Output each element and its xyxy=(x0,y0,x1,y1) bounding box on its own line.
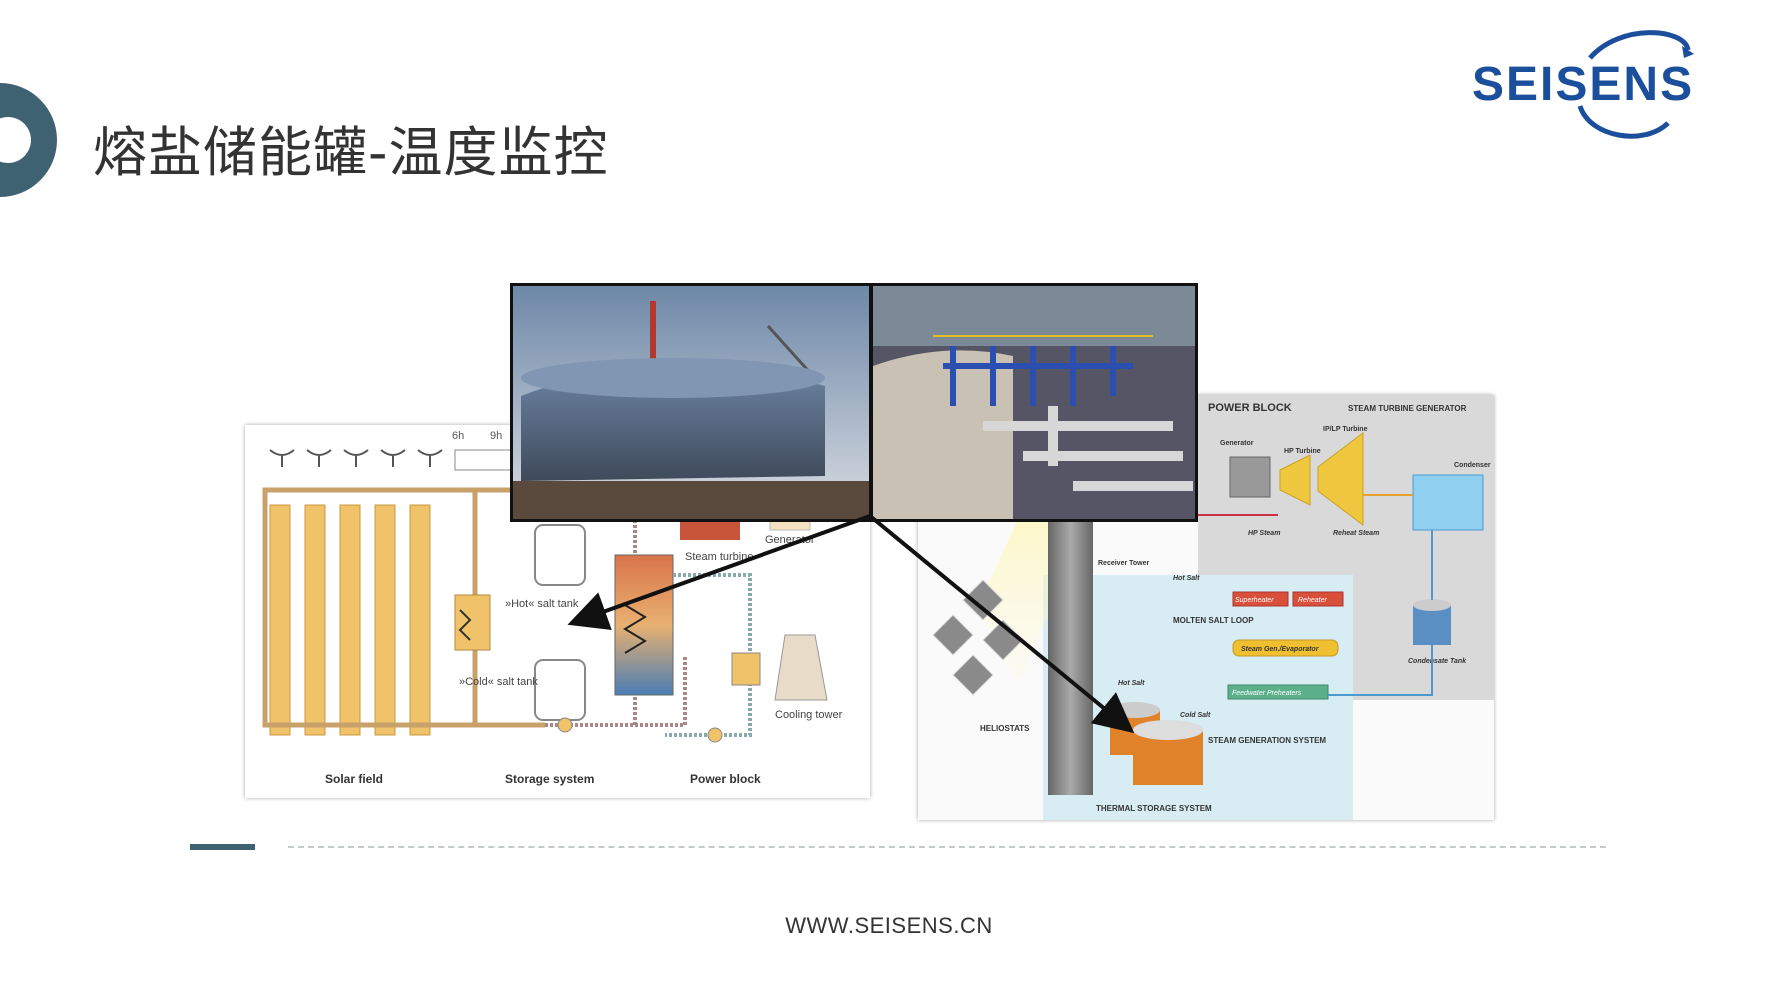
steam-turbine-label: Steam turbine xyxy=(685,551,753,563)
logo-text: SEISENS xyxy=(1472,58,1694,111)
arrow-to-hot-tank xyxy=(567,514,871,631)
generator-label-right: Generator xyxy=(1220,440,1254,447)
solar-field-label: Solar field xyxy=(325,772,383,786)
footer-website: WWW.SEISENS.CN xyxy=(785,913,993,938)
hp-steam-label: HP Steam xyxy=(1248,530,1280,537)
thermal-storage-system-label: THERMAL STORAGE SYSTEM xyxy=(1096,804,1212,813)
storage-system-label: Storage system xyxy=(505,772,594,786)
receiver-tower-label: Receiver Tower xyxy=(1098,560,1150,567)
footer-accent-bar xyxy=(190,844,255,850)
cooling-tower-label: Cooling tower xyxy=(775,709,843,721)
steam-turbine-generator-title: STEAM TURBINE GENERATOR xyxy=(1348,404,1467,413)
power-block-label: Power block xyxy=(690,772,761,786)
hp-turbine-label: HP Turbine xyxy=(1284,448,1321,455)
hour-9h: 9h xyxy=(490,430,502,442)
cold-salt-label: Cold Salt xyxy=(1180,712,1211,719)
power-block-title: POWER BLOCK xyxy=(1208,402,1292,414)
generator-label: Generator xyxy=(765,534,815,546)
ip-lp-turbine-label: IP/LP Turbine xyxy=(1323,426,1368,433)
condensate-tank-label: Condensate Tank xyxy=(1408,658,1467,665)
steam-generation-system-label: STEAM GENERATION SYSTEM xyxy=(1208,736,1326,745)
reheater-label: Reheater xyxy=(1298,597,1327,604)
condenser-label: Condenser xyxy=(1454,462,1491,469)
arrow-to-storage-tanks xyxy=(868,514,1135,734)
footer-divider xyxy=(288,846,1606,848)
page-title: 熔盐储能罐-温度监控 xyxy=(93,121,609,184)
feedwater-label: Feedwater Preheaters xyxy=(1232,690,1302,697)
reheat-steam-label: Reheat Steam xyxy=(1333,530,1379,537)
hot-salt-label: Hot Salt xyxy=(1118,680,1145,687)
heliostats-label: HELIOSTATS xyxy=(980,724,1030,733)
hour-6h: 6h xyxy=(452,430,464,442)
tank-construction-photo xyxy=(513,286,869,519)
cold-tank-label: »Cold« salt tank xyxy=(459,676,538,688)
molten-salt-loop-label: MOLTEN SALT LOOP xyxy=(1173,616,1254,625)
tank-piping-photo xyxy=(873,286,1195,519)
seisens-logo: SEISENS xyxy=(1472,30,1694,139)
tank-photos xyxy=(510,283,1198,522)
superheater-label: Superheater xyxy=(1235,597,1274,604)
hot-salt-top-label: Hot Salt xyxy=(1173,575,1200,582)
hot-tank-label: »Hot« salt tank xyxy=(505,598,579,610)
steam-gen-label: Steam Gen./Evaporator xyxy=(1241,646,1320,653)
